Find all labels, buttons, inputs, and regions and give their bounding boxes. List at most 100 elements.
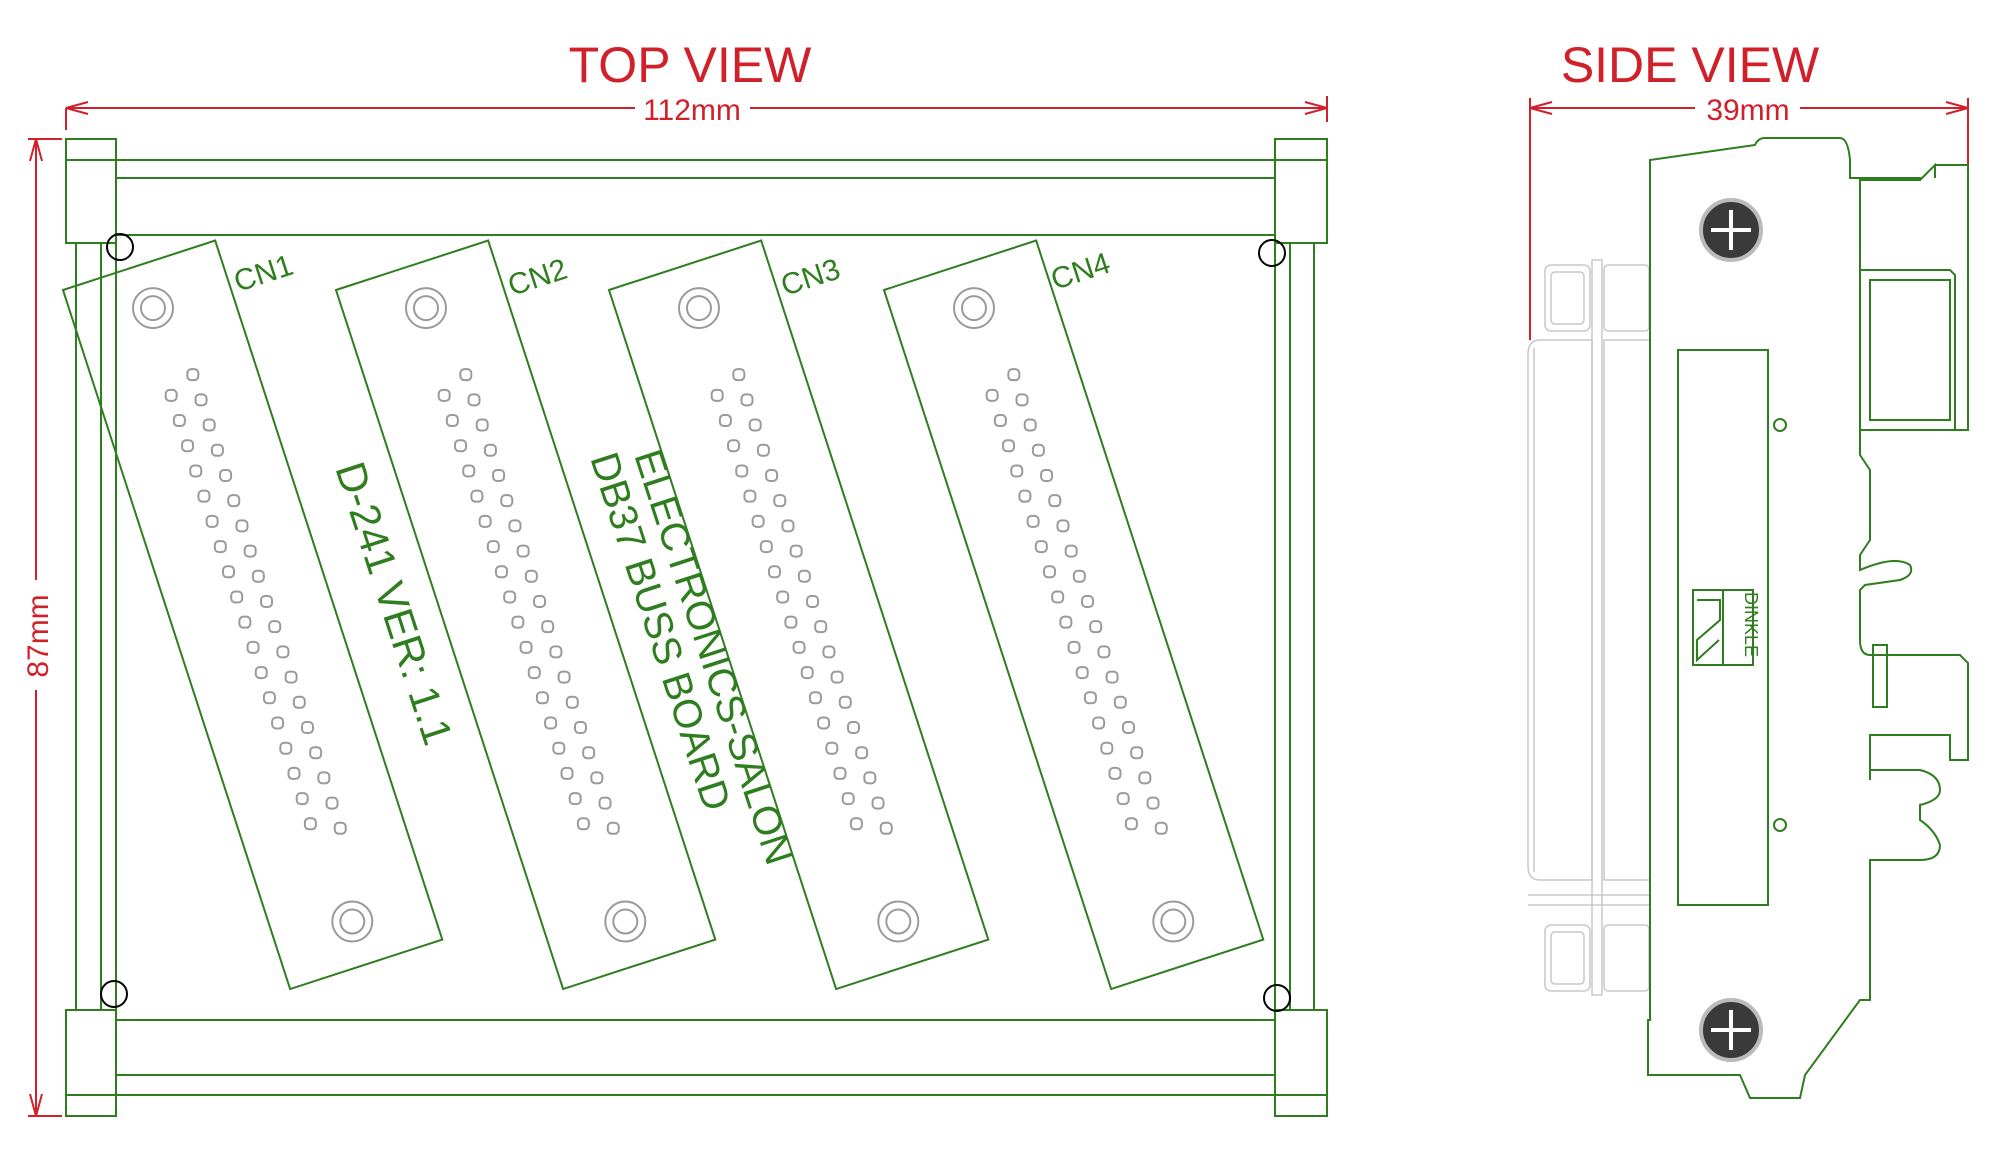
connector-pin — [205, 514, 219, 528]
connector-pin — [1089, 620, 1103, 634]
connector-pin — [1097, 645, 1111, 659]
screw-icon — [1699, 998, 1763, 1062]
mount-hole-icon — [1263, 984, 1291, 1012]
connector-pin — [533, 594, 547, 608]
connector-pin — [508, 519, 522, 533]
connector-mount-hole-inner — [412, 295, 439, 322]
connector-pin — [808, 691, 822, 705]
connector-pin — [189, 464, 203, 478]
db37-connector: CN2 — [334, 239, 717, 991]
connector-pin — [557, 670, 571, 684]
connector-pin — [789, 544, 803, 558]
connector-pin — [511, 615, 525, 629]
connector-outline — [334, 239, 717, 991]
connector-pin — [879, 821, 893, 835]
connector-pin — [210, 443, 224, 457]
pcb-board — [100, 233, 1291, 1021]
connector-pin — [1116, 792, 1130, 806]
connector-pin — [467, 393, 481, 407]
side-view: SIDE VIEW 39mm — [1527, 37, 1969, 1099]
connector-pin — [1015, 393, 1029, 407]
connector-pin — [213, 540, 227, 554]
connector-pin — [309, 746, 323, 760]
connector-pin — [590, 771, 604, 785]
connector-pin — [227, 494, 241, 508]
connector-pin — [568, 792, 582, 806]
connector-pin — [284, 670, 298, 684]
connector-pin — [838, 695, 852, 709]
connector-pin — [1113, 695, 1127, 709]
connector-pin — [710, 388, 724, 402]
connector-pin — [271, 716, 285, 730]
connector-pin — [276, 645, 290, 659]
connector-pin — [292, 695, 306, 709]
connector-mount-hole-inner — [1160, 908, 1187, 935]
db37-connector: CN4 — [882, 239, 1265, 991]
connector-pin — [1010, 464, 1024, 478]
connector-pin — [268, 620, 282, 634]
connector-outline — [607, 239, 990, 991]
connector-pin — [560, 766, 574, 780]
connector-pin — [279, 741, 293, 755]
connector-pin — [541, 620, 555, 634]
connector-pin — [598, 796, 612, 810]
connector-pin — [759, 540, 773, 554]
connector-pin — [1007, 368, 1021, 382]
db37-connector: CN1 — [61, 239, 444, 991]
connector-pin — [260, 594, 274, 608]
connector-pin — [437, 388, 451, 402]
connector-pin — [1034, 540, 1048, 554]
connector-pin — [740, 393, 754, 407]
connector-pin — [462, 464, 476, 478]
connector-pin — [767, 565, 781, 579]
connector-pin — [317, 771, 331, 785]
connector-pin — [186, 368, 200, 382]
connector-pin — [1108, 766, 1122, 780]
top-view-height-label: 87mm — [22, 594, 55, 677]
connector-pin — [516, 544, 530, 558]
connector-pin — [833, 766, 847, 780]
connector-pin — [1051, 590, 1065, 604]
din-rail-frame — [65, 138, 1328, 1117]
connector-pin — [1105, 670, 1119, 684]
din-housing-side: DINKLE — [1647, 137, 1969, 1099]
connector-pin — [806, 594, 820, 608]
connector-pin — [743, 489, 757, 503]
mount-hole-icon — [106, 233, 134, 261]
screw-icon — [1699, 198, 1763, 262]
connector-pin — [830, 670, 844, 684]
connector-pin — [855, 746, 869, 760]
connector-pin — [500, 494, 514, 508]
connector-pin — [194, 393, 208, 407]
top-view-height-dimension: 87mm — [22, 138, 62, 1117]
connector-pin — [164, 388, 178, 402]
connector-pin — [1154, 821, 1168, 835]
connector-pin — [1067, 640, 1081, 654]
connector-pin — [718, 414, 732, 428]
connector-outline — [882, 239, 1265, 991]
connector-pin — [1002, 439, 1016, 453]
connector-pin — [781, 519, 795, 533]
connector-pin — [221, 565, 235, 579]
connector-mount-hole-inner — [960, 295, 987, 322]
connector-pin — [825, 741, 839, 755]
connector-pin — [475, 418, 489, 432]
connector-pin — [1056, 519, 1070, 533]
dinkle-logo: DINKLE — [1692, 589, 1761, 666]
connector-pin — [751, 514, 765, 528]
connector-pin — [800, 666, 814, 680]
connector-pin — [459, 368, 473, 382]
connector-pin — [748, 418, 762, 432]
connector-pin — [1026, 514, 1040, 528]
connector-label: CN2 — [504, 253, 571, 303]
connector-pin — [784, 615, 798, 629]
connector-label: CN3 — [777, 253, 844, 303]
top-view-width-label: 112mm — [643, 94, 741, 127]
connector-pin — [325, 796, 339, 810]
top-view-title: TOP VIEW — [569, 37, 812, 93]
connector-pin — [254, 666, 268, 680]
connector-pin — [287, 766, 301, 780]
connector-pin — [817, 716, 831, 730]
connector-mount-hole-inner — [885, 908, 912, 935]
connector-pin — [1072, 569, 1086, 583]
